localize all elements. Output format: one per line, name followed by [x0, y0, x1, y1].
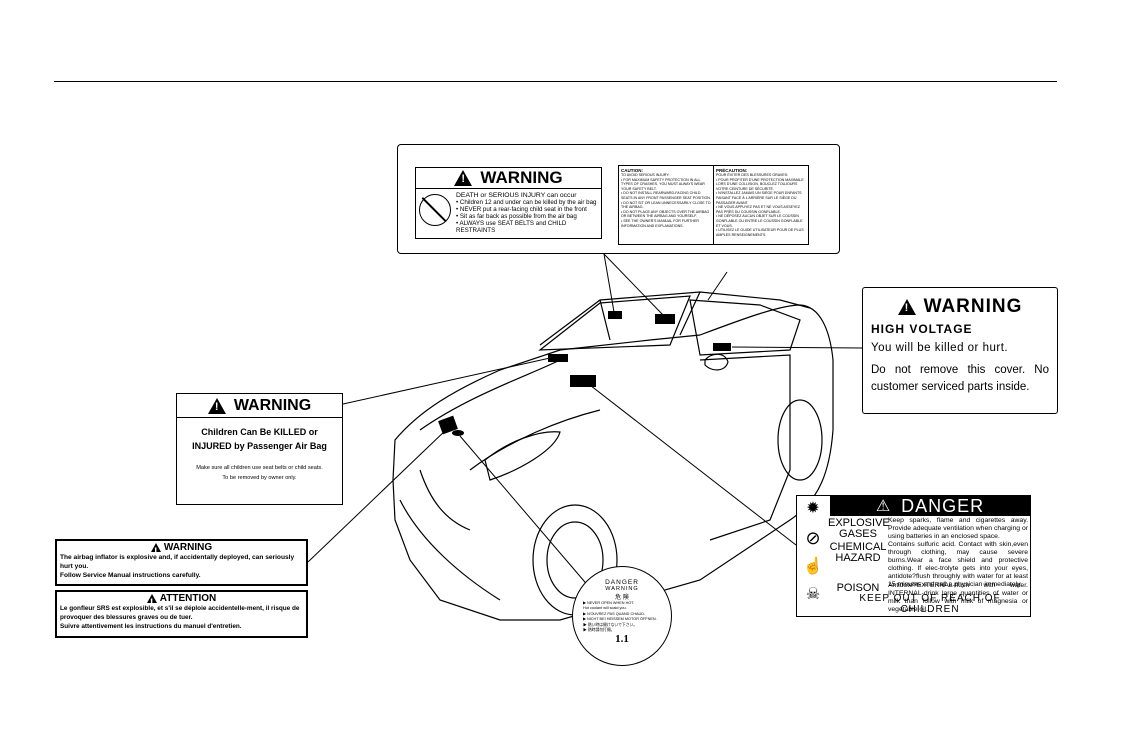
- row-name-line: EXPLOSIVE: [828, 517, 890, 529]
- sunvisor-label-mark-2: [655, 314, 675, 324]
- airbag-line1: Children Can Be KILLED or: [201, 427, 318, 437]
- cap-line-item: ▶ 熱い時は開けないで下さい。: [583, 622, 638, 627]
- warning-triangle-icon: [146, 594, 157, 609]
- cap-line-item: ▶ 熱時請勿打開。: [583, 628, 615, 633]
- danger-row-name: POISON: [828, 583, 888, 594]
- airbag-title: WARNING: [233, 397, 312, 414]
- inflator-text: The airbag inflator is explosive and, if…: [60, 554, 295, 579]
- caution-text: TO AVOID SERIOUS INJURY: • FOR MAXIMUM S…: [621, 173, 711, 228]
- sunvisor-callout: WARNING DEATH or SERIOUS INJURY can occu…: [397, 144, 840, 254]
- dash-label-mark: [548, 354, 568, 362]
- danger-title: DANGER: [901, 495, 985, 516]
- attention-label: ATTENTION Le gonfleur SRS est explosible…: [55, 590, 308, 638]
- danger-triangle-icon: ⚠: [875, 498, 892, 515]
- no-flame-icon: ⊘: [805, 528, 821, 548]
- warning-line1: DEATH or SERIOUS INJURY can occur: [456, 192, 577, 199]
- row-name-line: HAZARD: [835, 552, 881, 564]
- airbag-line2: INJURED by Passenger Air Bag: [192, 441, 327, 451]
- warning-triangle-icon: [150, 543, 161, 558]
- warning-bullet: • NEVER put a rear-facing child seat in …: [456, 206, 587, 213]
- radiator-cap-label: DANGER WARNING 危 険 ▶ NEVER OPEN WHEN HOT…: [572, 566, 672, 666]
- warning-bullet: • Sit as far back as possible from the a…: [456, 213, 577, 220]
- cap-line-item: ▶ N'OUVREZ PAS QUAND CHAUD.: [583, 611, 646, 616]
- danger-row-text-start: Contains sulfuric acid. Contact with ski…: [888, 541, 1028, 588]
- precaution-text: POUR ÉVITER DES BLESSURES GRAVES: • POUR…: [716, 173, 804, 237]
- voltage-title: WARNING: [923, 296, 1023, 317]
- high-voltage-label: WARNING HIGH VOLTAGE You will be killed …: [862, 287, 1058, 414]
- attention-title: ATTENTION: [159, 593, 217, 604]
- voltage-heading: HIGH VOLTAGE: [871, 322, 973, 336]
- sunvisor-label-mark-1: [608, 311, 622, 319]
- danger-row-name: CHEMICAL HAZARD: [828, 542, 888, 564]
- acid-hand-icon: ☝: [803, 558, 823, 575]
- danger-row-name: EXPLOSIVE GASES: [828, 517, 890, 540]
- voltage-line2: Do not remove this cover. No customer se…: [871, 364, 1049, 393]
- voltage-label-mark: [713, 343, 731, 351]
- no-child-seat-icon: [419, 194, 451, 226]
- hood-label-mark: [438, 415, 458, 435]
- danger-row-text: Antidote?EXTERNAL-flush with water. INTE…: [888, 582, 1028, 613]
- warning-triangle-icon: [454, 170, 473, 186]
- voltage-line1: You will be killed or hurt.: [871, 342, 1009, 354]
- cap-line-item: ▶ NICHT BEI HEISSEM MOTOR ÖFFNEN.: [583, 617, 657, 622]
- cap-label-mark: [452, 430, 464, 436]
- warning-triangle-icon: [897, 299, 916, 315]
- warning-title: WARNING: [480, 168, 563, 187]
- inflator-warning-label: WARNING The airbag inflator is explosive…: [55, 539, 308, 586]
- cap-pressure: 1.1: [615, 633, 629, 646]
- caution-label: CAUTION: TO AVOID SERIOUS INJURY: • FOR …: [618, 165, 809, 245]
- airbag-line4: To be removed by owner only.: [222, 475, 297, 481]
- caution-title: CAUTION:: [621, 168, 643, 173]
- attention-text: Le gonfleur SRS est explosible, et s'il …: [60, 605, 300, 630]
- danger-row-text: Keep sparks, flame and cigarettes away. …: [888, 517, 1028, 540]
- caution-column: CAUTION: TO AVOID SERIOUS INJURY: • FOR …: [619, 166, 714, 244]
- danger-footer: KEEP OUT OF REACH OF CHILDREN: [859, 593, 1001, 615]
- danger-header: ⚠ DANGER: [830, 496, 1030, 516]
- cap-line-item: ▶ NEVER OPEN WHEN HOT.: [583, 601, 635, 605]
- header-rule: [54, 81, 1057, 82]
- airbag-line3: Make sure all children use seat belts or…: [196, 465, 323, 471]
- cap-line1: DANGER: [605, 579, 639, 586]
- battery-danger-label: ⚠ DANGER ✹ ⊘ ☝ ☠ EXPLOSIVE GASES Keep sp…: [796, 495, 1031, 617]
- airbag-warning-label: WARNING DEATH or SERIOUS INJURY can occu…: [415, 167, 602, 239]
- row-name-line: POISON: [836, 582, 880, 594]
- inflator-header: WARNING: [57, 542, 306, 558]
- warning-triangle-icon: [207, 398, 226, 414]
- row-name-line: GASES: [839, 528, 877, 540]
- warning-bullet: • Children 12 and under can be killed by…: [456, 199, 597, 206]
- battery-label-mark: [570, 375, 596, 387]
- warning-bullet: • ALWAYS use SEAT BELTS and CHILD RESTRA…: [456, 220, 567, 234]
- warning-body: DEATH or SERIOUS INJURY can occur • Chil…: [456, 192, 601, 234]
- airbag-header: WARNING: [177, 397, 342, 418]
- attention-header: ATTENTION: [57, 593, 306, 609]
- voltage-header: WARNING: [863, 296, 1057, 318]
- row-name-line: CHEMICAL: [829, 541, 887, 553]
- warning-header: WARNING: [416, 168, 601, 189]
- cap-line-item: Hot coolant will scald you.: [583, 606, 627, 611]
- poison-icon: ☠: [805, 586, 821, 603]
- cap-line3: 危 険: [615, 595, 629, 601]
- cap-line2: WARNING: [605, 586, 639, 592]
- cap-lines: ▶ NEVER OPEN WHEN HOT. Hot coolant will …: [573, 601, 671, 633]
- precaution-title: PRÉCAUTION:: [716, 168, 748, 173]
- precaution-column: PRÉCAUTION: POUR ÉVITER DES BLESSURES GR…: [714, 166, 808, 244]
- explosion-icon: ✹: [806, 500, 820, 517]
- passenger-airbag-label: WARNING Children Can Be KILLED or INJURE…: [176, 393, 343, 505]
- inflator-title: WARNING: [163, 542, 213, 553]
